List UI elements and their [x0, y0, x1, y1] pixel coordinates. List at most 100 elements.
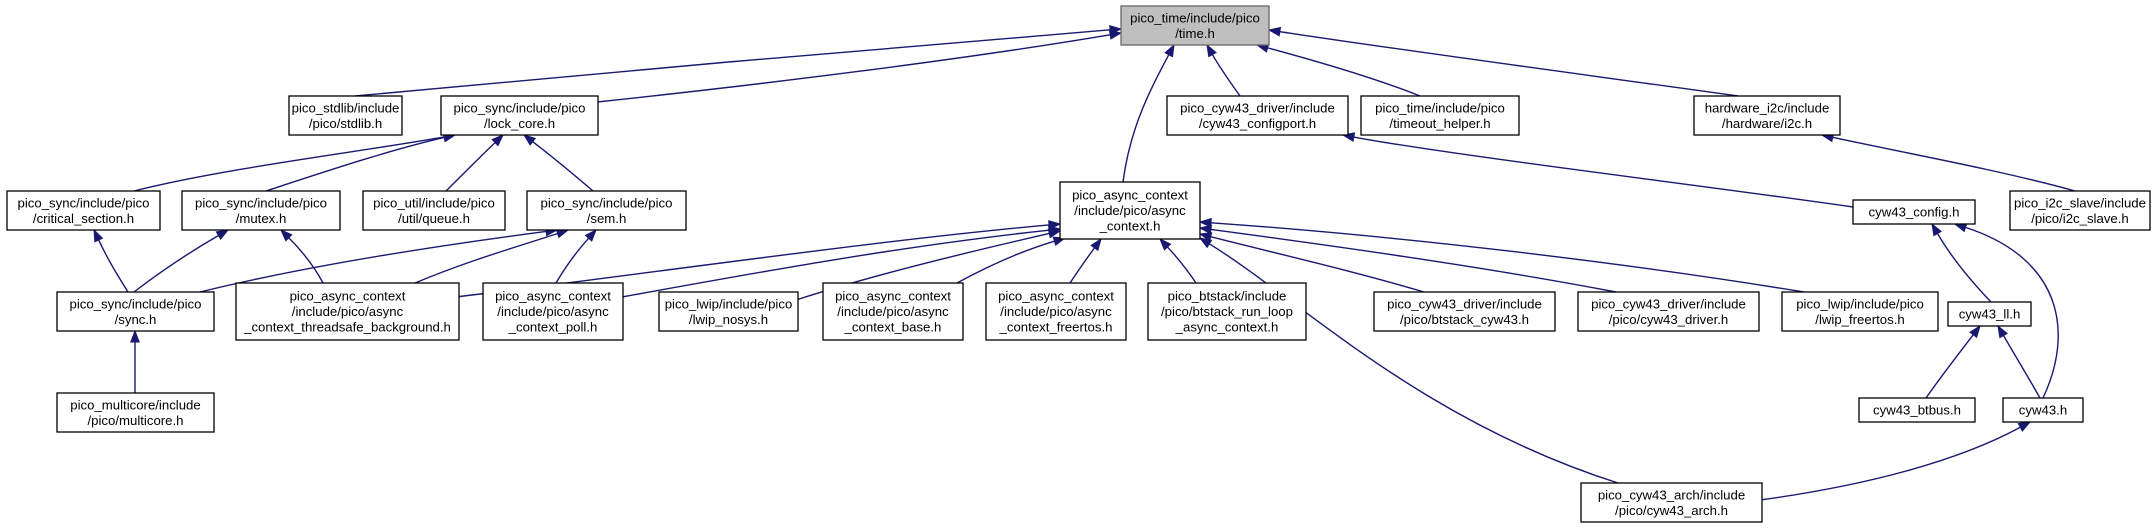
edge-stdlib-to-time: [354, 29, 1111, 97]
node-lwip_nosys[interactable]: pico_lwip/include/pico/lwip_nosys.h: [658, 291, 799, 332]
node-cyw43_configport[interactable]: pico_cyw43_driver/include/cyw43_configpo…: [1166, 95, 1349, 136]
node-sem[interactable]: pico_sync/include/pico/sem.h: [526, 190, 687, 231]
arrowhead-cyw43-to-cyw43_ll: [1997, 324, 2009, 339]
node-box-ctx_base: [822, 282, 964, 341]
node-label-cyw43-line-0: cyw43.h: [2019, 403, 2067, 418]
node-label-timeout_helper-line-0: pico_time/include/pico: [1375, 100, 1505, 115]
arrowhead-async_context-to-time: [1164, 43, 1175, 58]
node-stdlib[interactable]: pico_stdlib/include/pico/stdlib.h: [288, 95, 403, 136]
arrowhead-cyw43_btbus-to-cyw43_ll: [1969, 324, 1981, 339]
node-label-cyw43_arch-line-0: pico_cyw43_arch/include: [1598, 487, 1745, 502]
node-label-ctx_base-line-2: _context_base.h: [844, 320, 942, 335]
node-ctx_freertos[interactable]: pico_async_context/include/pico/async_co…: [985, 282, 1127, 341]
edge-cyw43_arch-to-cyw43: [1759, 426, 2021, 501]
arrowhead-lock_core-to-time: [1108, 30, 1123, 40]
arrowhead-cyw43_configport-to-time: [1206, 43, 1217, 58]
edge-ctx_freertos-to-async_context: [1069, 247, 1096, 284]
edge-lock_core-to-time: [596, 34, 1111, 103]
node-box-lwip_nosys: [658, 291, 799, 332]
node-cyw43_btbus[interactable]: cyw43_btbus.h: [1858, 397, 1976, 423]
node-box-btstack_cyw43: [1373, 291, 1556, 332]
node-btstack_cyw43[interactable]: pico_cyw43_driver/include/pico/btstack_c…: [1373, 291, 1556, 332]
node-label-ctx_base-line-0: pico_async_context: [835, 289, 951, 304]
node-label-cyw43_ll-line-0: cyw43_ll.h: [1959, 307, 2021, 322]
node-cyw43_driver[interactable]: pico_cyw43_driver/include/pico/cyw43_dri…: [1577, 291, 1760, 332]
edge-async_context-to-time: [1122, 54, 1170, 183]
node-box-ctx_poll: [482, 282, 624, 341]
node-queue[interactable]: pico_util/include/pico/util/queue.h: [362, 190, 506, 231]
arrowhead-ctx_poll-to-sem: [584, 228, 597, 242]
node-box-threadsafe_bg: [235, 282, 460, 341]
node-lwip_freertos[interactable]: pico_lwip/include/pico/lwip_freertos.h: [1781, 291, 1939, 332]
arrowhead-cyw43_ll-to-cyw43_config: [1931, 222, 1943, 237]
arrowhead-sync-to-mutex: [215, 229, 230, 241]
node-threadsafe_bg[interactable]: pico_async_context/include/pico/async_co…: [235, 282, 460, 341]
node-box-i2c_slave: [2009, 190, 2151, 231]
node-label-sync-line-0: pico_sync/include/pico: [70, 296, 202, 311]
node-box-cyw43: [2002, 397, 2084, 423]
arrowhead-sync-to-critical_section: [93, 228, 104, 243]
node-label-threadsafe_bg-line-1: /include/pico/async: [292, 304, 404, 319]
node-box-cyw43_driver: [1577, 291, 1760, 332]
edge-lwip_freertos-to-async_context: [1210, 222, 1805, 293]
node-label-queue-line-0: pico_util/include/pico: [373, 195, 495, 210]
edge-timeout_helper-to-time: [1267, 47, 1421, 97]
node-box-cyw43_arch: [1580, 482, 1763, 523]
node-time[interactable]: pico_time/include/pico/time.h: [1120, 5, 1270, 46]
node-cyw43_arch[interactable]: pico_cyw43_arch/include/pico/cyw43_arch.…: [1580, 482, 1763, 523]
node-cyw43_ll[interactable]: cyw43_ll.h: [1947, 301, 2032, 327]
edge-mutex-to-lock_core: [265, 136, 445, 192]
node-box-ctx_freertos: [985, 282, 1127, 341]
node-label-timeout_helper-line-1: /timeout_helper.h: [1389, 116, 1490, 131]
node-box-mutex: [181, 190, 341, 231]
node-i2c[interactable]: hardware_i2c/include/hardware/i2c.h: [1693, 95, 1841, 136]
node-critical_section[interactable]: pico_sync/include/pico/critical_section.…: [6, 190, 161, 231]
node-box-sem: [526, 190, 687, 231]
node-label-cyw43_driver-line-1: /pico/cyw43_driver.h: [1609, 312, 1728, 327]
edge-queue-to-lock_core: [445, 142, 496, 192]
node-label-ctx_freertos-line-2: _context_freertos.h: [999, 320, 1113, 335]
node-cyw43[interactable]: cyw43.h: [2002, 397, 2084, 423]
node-cyw43_config[interactable]: cyw43_config.h: [1852, 199, 1976, 225]
edge-cyw43_configport-to-time: [1211, 54, 1241, 97]
node-box-stdlib: [288, 95, 403, 136]
node-ctx_poll[interactable]: pico_async_context/include/pico/async_co…: [482, 282, 624, 341]
edge-cyw43_ll-to-cyw43_config: [1936, 233, 1992, 303]
node-mutex[interactable]: pico_sync/include/pico/mutex.h: [181, 190, 341, 231]
node-box-cyw43_configport: [1166, 95, 1349, 136]
node-i2c_slave[interactable]: pico_i2c_slave/include/pico/i2c_slave.h: [2009, 190, 2151, 231]
node-label-lock_core-line-1: /lock_core.h: [484, 116, 555, 131]
node-ctx_base[interactable]: pico_async_context/include/pico/async_co…: [822, 282, 964, 341]
arrowhead-cyw43_arch-to-cyw43: [2017, 421, 2032, 432]
node-label-cyw43_driver-line-0: pico_cyw43_driver/include: [1591, 296, 1746, 311]
arrowhead-lwip_freertos-to-async_context: [1198, 217, 1212, 228]
edge-sem-to-lock_core: [532, 141, 594, 192]
node-label-threadsafe_bg-line-0: pico_async_context: [290, 289, 406, 304]
node-box-cyw43_btbus: [1858, 397, 1976, 423]
node-async_context[interactable]: pico_async_context/include/pico/async_co…: [1059, 181, 1201, 240]
node-lock_core[interactable]: pico_sync/include/pico/lock_core.h: [440, 95, 599, 136]
node-box-queue: [362, 190, 506, 231]
node-box-lock_core: [440, 95, 599, 136]
node-multicore[interactable]: pico_multicore/include/pico/multicore.h: [56, 392, 215, 433]
node-label-ctx_freertos-line-0: pico_async_context: [998, 289, 1114, 304]
edge-cyw43-to-cyw43_config: [1965, 226, 2059, 399]
node-timeout_helper[interactable]: pico_time/include/pico/timeout_helper.h: [1360, 95, 1520, 136]
node-label-stdlib-line-0: pico_stdlib/include: [292, 100, 400, 115]
edge-sync-to-sem: [199, 230, 547, 293]
edge-ctx_poll-to-sem: [555, 237, 590, 284]
node-label-i2c_slave-line-1: /pico/i2c_slave.h: [2031, 211, 2129, 226]
node-label-async_context-line-0: pico_async_context: [1072, 188, 1188, 203]
node-label-cyw43_arch-line-1: /pico/cyw43_arch.h: [1615, 503, 1728, 518]
edge-cyw43_driver-to-async_context: [1210, 228, 1617, 293]
node-label-mutex-line-0: pico_sync/include/pico: [195, 195, 327, 210]
node-label-ctx_freertos-line-1: /include/pico/async: [1000, 304, 1112, 319]
node-sync[interactable]: pico_sync/include/pico/sync.h: [56, 291, 215, 332]
arrowhead-i2c-to-time: [1267, 26, 1282, 37]
arrowhead-btstack_run_loop-to-async_context: [1159, 237, 1172, 251]
file-nodes: pico_time/include/pico/time.h pico_stdlib…: [6, 5, 2151, 523]
node-label-btstack_run_loop-line-1: /pico/btstack_run_loop: [1161, 304, 1293, 319]
node-box-time: [1120, 5, 1270, 46]
edge-threadsafe_bg-to-sem: [414, 232, 558, 284]
node-btstack_run_loop[interactable]: pico_btstack/include/pico/btstack_run_lo…: [1147, 282, 1307, 341]
